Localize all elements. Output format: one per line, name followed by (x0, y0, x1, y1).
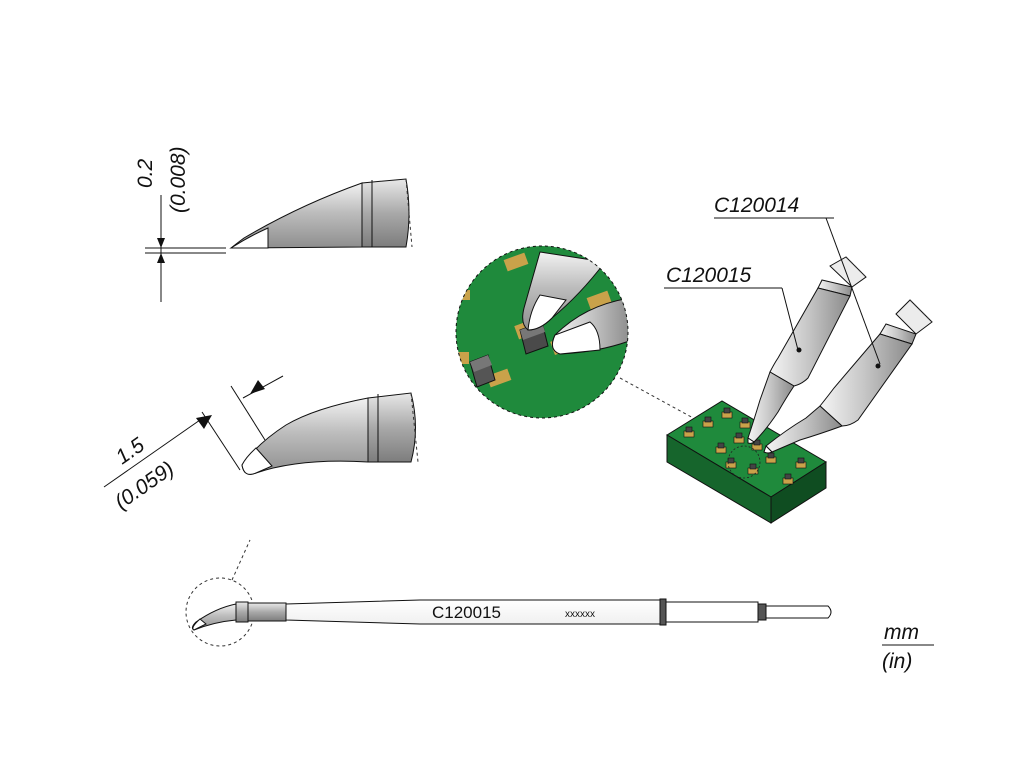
pcb-board (666, 400, 827, 524)
dimension-tip-width: 0.2 (0.008) (134, 146, 226, 302)
callout-upper: C120014 (714, 194, 881, 365)
bent-length-in: (0.059) (111, 457, 179, 514)
shaft-model-label: C120015 (432, 603, 501, 622)
cartridge-upper (747, 256, 867, 444)
callout-lower: C120015 (664, 264, 799, 351)
shaft-serial-label: xxxxxx (565, 609, 595, 620)
units-legend: mm (in) (882, 621, 934, 673)
zoom-chip-left (469, 354, 496, 388)
cartridge-sleeve (235, 601, 249, 623)
callout-lower-label: C120015 (666, 264, 752, 287)
bent-length-mm: 1.5 (112, 433, 149, 469)
bent-sleeve (367, 392, 416, 463)
tip-plating (229, 227, 269, 249)
units-secondary: (in) (882, 650, 912, 673)
dimension-bent-length: 1.5 (0.059) (103, 375, 284, 514)
cartridge-lower (763, 299, 933, 454)
bent-plating (241, 447, 273, 475)
zoom-detail (455, 245, 629, 419)
tip-side-view (229, 178, 413, 249)
units-primary: mm (884, 621, 919, 644)
full-cartridge: C120015 xxxxxx (185, 539, 832, 647)
tip-bent-view (241, 392, 419, 475)
callout-upper-label: C120014 (714, 194, 799, 217)
tip-width-mm: 0.2 (134, 158, 157, 188)
tip-sleeve (361, 178, 410, 248)
pcb-components (683, 411, 807, 485)
tip-width-in: (0.008) (167, 146, 190, 213)
